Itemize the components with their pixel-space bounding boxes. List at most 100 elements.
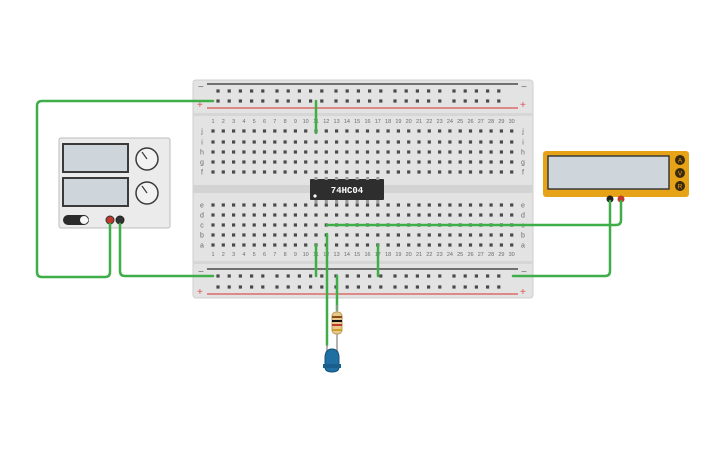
rail-hole[interactable] <box>415 99 419 103</box>
terminal-hole[interactable] <box>314 233 318 237</box>
terminal-hole[interactable] <box>324 150 328 154</box>
terminal-hole[interactable] <box>468 170 473 174</box>
terminal-hole[interactable] <box>489 213 493 217</box>
terminal-hole[interactable] <box>427 233 431 237</box>
terminal-hole[interactable] <box>304 129 308 133</box>
terminal-hole[interactable] <box>489 129 493 133</box>
terminal-hole[interactable] <box>448 140 452 144</box>
terminal-hole[interactable] <box>499 150 503 154</box>
terminal-hole[interactable] <box>221 233 225 237</box>
led[interactable] <box>323 342 341 373</box>
terminal-hole[interactable] <box>262 233 267 237</box>
rail-hole[interactable] <box>368 89 372 93</box>
terminal-hole[interactable] <box>221 223 225 227</box>
terminal-hole[interactable] <box>407 203 411 207</box>
terminal-hole[interactable] <box>262 243 267 247</box>
terminal-hole[interactable] <box>345 140 349 144</box>
terminal-hole[interactable] <box>283 213 287 217</box>
rail-hole[interactable] <box>345 274 349 278</box>
rail-hole[interactable] <box>238 285 242 289</box>
terminal-hole[interactable] <box>232 213 236 217</box>
terminal-hole[interactable] <box>448 233 452 237</box>
terminal-hole[interactable] <box>489 203 493 207</box>
wire-multimeter-to-ground-rail[interactable] <box>511 199 612 278</box>
terminal-hole[interactable] <box>468 140 473 144</box>
terminal-hole[interactable] <box>211 233 215 237</box>
terminal-hole[interactable] <box>510 203 514 207</box>
terminal-hole[interactable] <box>479 213 483 217</box>
terminal-hole[interactable] <box>221 129 225 133</box>
rail-hole[interactable] <box>427 285 431 289</box>
rail-hole[interactable] <box>474 274 478 278</box>
terminal-hole[interactable] <box>458 213 462 217</box>
terminal-hole[interactable] <box>427 243 431 247</box>
terminal-hole[interactable] <box>335 129 339 133</box>
terminal-hole[interactable] <box>232 170 236 174</box>
terminal-hole[interactable] <box>458 203 462 207</box>
terminal-hole[interactable] <box>345 243 349 247</box>
terminal-hole[interactable] <box>438 129 442 133</box>
terminal-hole[interactable] <box>479 243 483 247</box>
terminal-hole[interactable] <box>293 140 297 144</box>
rail-hole[interactable] <box>286 285 290 289</box>
rail-hole[interactable] <box>320 89 324 93</box>
rail-hole[interactable] <box>345 99 349 103</box>
terminal-hole[interactable] <box>355 129 359 133</box>
terminal-hole[interactable] <box>489 160 493 164</box>
rail-hole[interactable] <box>404 89 408 93</box>
terminal-hole[interactable] <box>407 170 411 174</box>
terminal-hole[interactable] <box>221 203 225 207</box>
rail-hole[interactable] <box>261 89 265 93</box>
terminal-hole[interactable] <box>468 213 473 217</box>
terminal-hole[interactable] <box>417 129 421 133</box>
terminal-hole[interactable] <box>365 233 370 237</box>
terminal-hole[interactable] <box>386 170 390 174</box>
terminal-hole[interactable] <box>386 233 390 237</box>
rail-hole[interactable] <box>486 89 490 93</box>
terminal-hole[interactable] <box>376 170 380 174</box>
terminal-hole[interactable] <box>376 233 380 237</box>
terminal-hole[interactable] <box>335 243 339 247</box>
terminal-hole[interactable] <box>345 213 349 217</box>
terminal-hole[interactable] <box>499 243 503 247</box>
terminal-hole[interactable] <box>262 150 267 154</box>
terminal-hole[interactable] <box>438 203 442 207</box>
terminal-hole[interactable] <box>262 203 267 207</box>
rail-hole[interactable] <box>286 89 290 93</box>
terminal-hole[interactable] <box>438 160 442 164</box>
terminal-hole[interactable] <box>417 150 421 154</box>
terminal-hole[interactable] <box>232 150 236 154</box>
rail-hole[interactable] <box>463 274 467 278</box>
rail-hole[interactable] <box>452 285 456 289</box>
rail-hole[interactable] <box>250 285 254 289</box>
rail-hole[interactable] <box>309 274 313 278</box>
terminal-hole[interactable] <box>345 170 349 174</box>
rail-hole[interactable] <box>474 285 478 289</box>
rail-hole[interactable] <box>216 274 220 278</box>
terminal-hole[interactable] <box>479 160 483 164</box>
terminal-hole[interactable] <box>448 129 452 133</box>
terminal-hole[interactable] <box>335 170 339 174</box>
terminal-hole[interactable] <box>345 233 349 237</box>
terminal-hole[interactable] <box>221 140 225 144</box>
rail-hole[interactable] <box>297 285 301 289</box>
terminal-hole[interactable] <box>396 233 400 237</box>
rail-hole[interactable] <box>438 99 442 103</box>
terminal-hole[interactable] <box>232 160 236 164</box>
terminal-hole[interactable] <box>417 233 421 237</box>
wire-psu-positive-to-top-rail[interactable] <box>35 99 215 279</box>
terminal-hole[interactable] <box>273 223 277 227</box>
terminal-hole[interactable] <box>407 233 411 237</box>
multimeter-mode-a-button[interactable]: A <box>675 155 685 165</box>
terminal-hole[interactable] <box>314 140 318 144</box>
terminal-hole[interactable] <box>314 223 318 227</box>
terminal-hole[interactable] <box>345 203 349 207</box>
rail-hole[interactable] <box>238 89 242 93</box>
rail-hole[interactable] <box>334 89 338 93</box>
terminal-hole[interactable] <box>283 140 287 144</box>
terminal-hole[interactable] <box>283 203 287 207</box>
terminal-hole[interactable] <box>499 233 503 237</box>
terminal-hole[interactable] <box>458 129 462 133</box>
rail-hole[interactable] <box>275 89 279 93</box>
terminal-hole[interactable] <box>448 243 452 247</box>
